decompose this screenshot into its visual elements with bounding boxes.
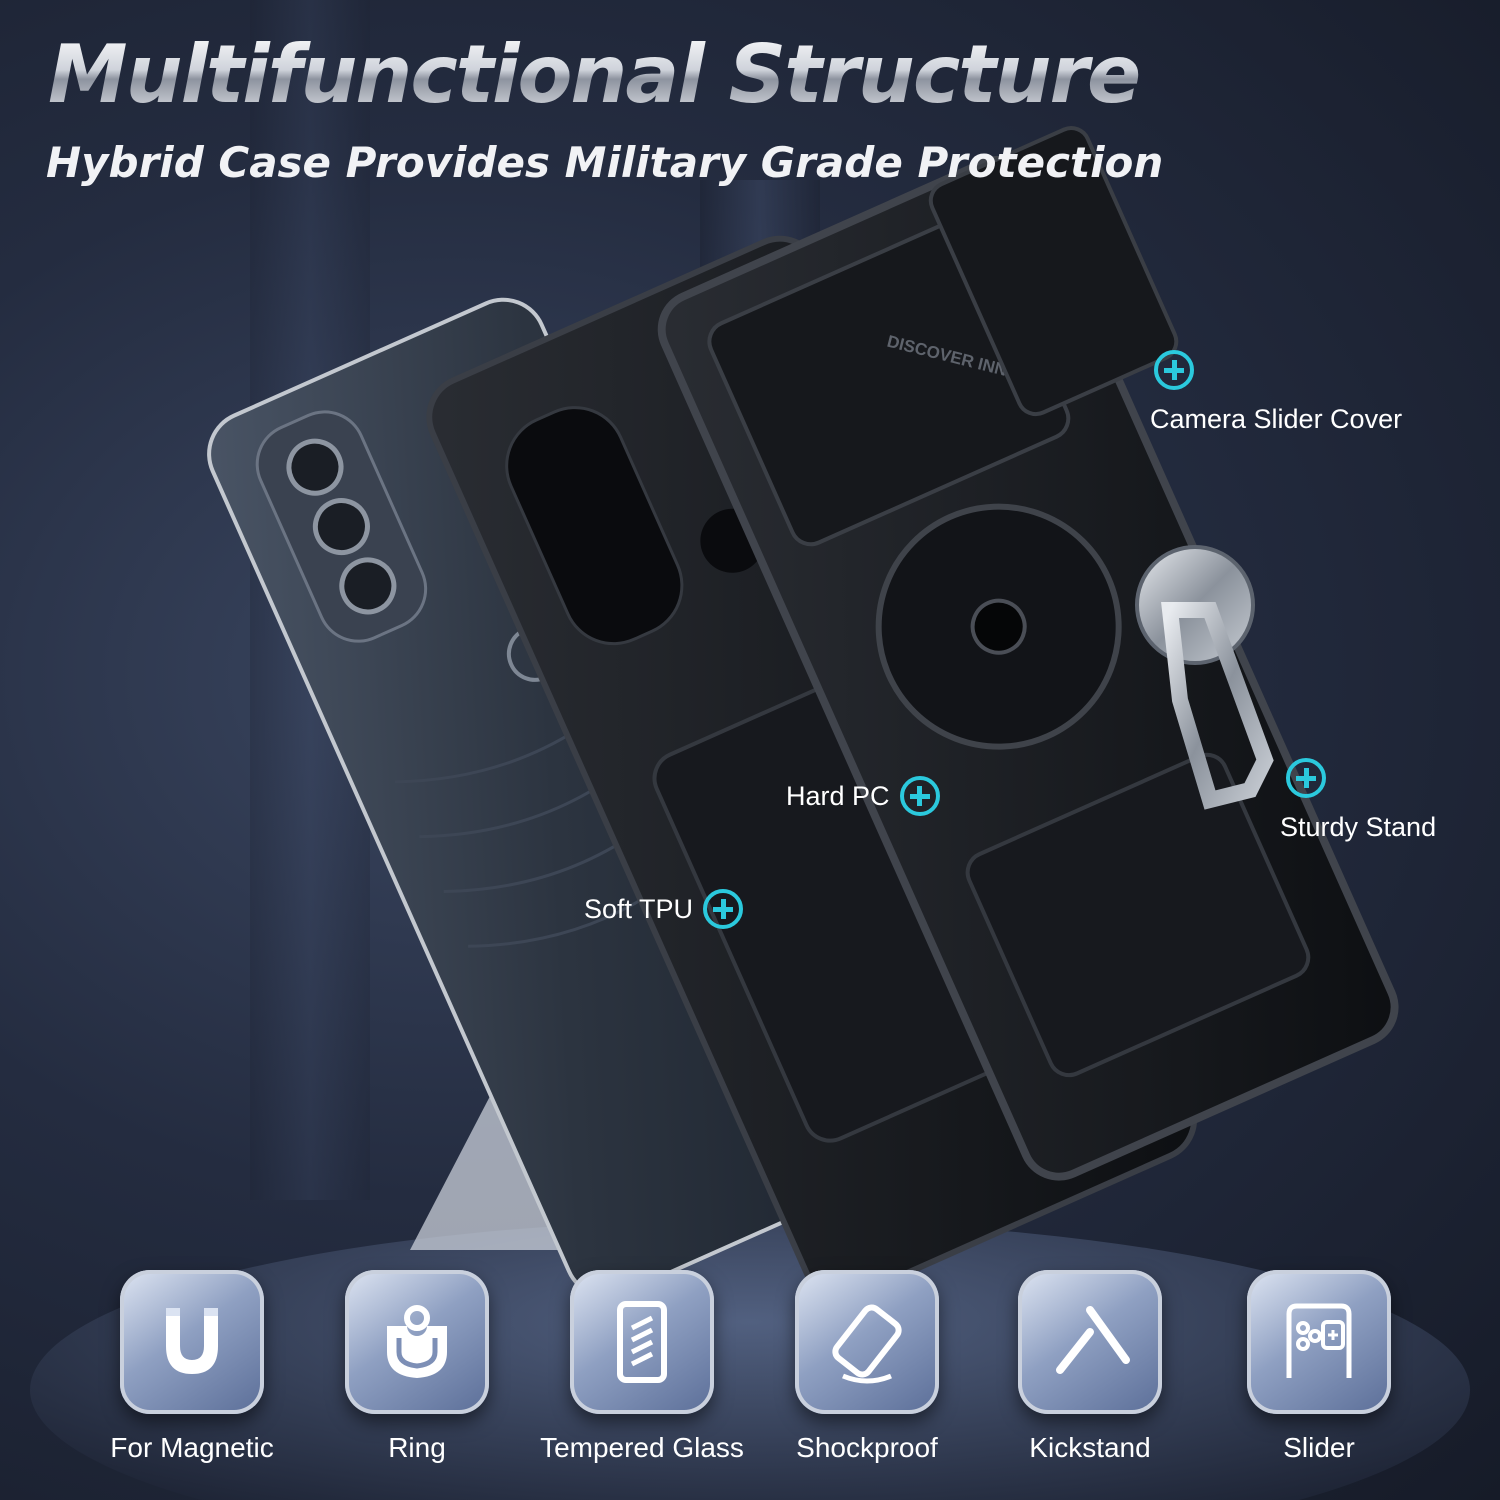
- feature-label: For Magnetic: [110, 1432, 274, 1463]
- feature-label: Tempered Glass: [540, 1432, 744, 1463]
- callout-camera-slider-cover: Camera Slider Cover: [1150, 350, 1402, 435]
- callout-label: Sturdy Stand: [1280, 812, 1437, 842]
- feature-tempered-glass: Tempered Glass: [532, 1270, 752, 1464]
- kickstand-icon: [1018, 1270, 1162, 1414]
- page-subtitle: Hybrid Case Provides Military Grade Prot…: [46, 138, 1164, 187]
- feature-shockproof: Shockproof: [757, 1270, 977, 1464]
- callout-label: Hard PC: [786, 780, 890, 811]
- callout-label: Camera Slider Cover: [1150, 404, 1403, 434]
- plus-circle-icon: [703, 889, 744, 929]
- callout-hard-pc: Hard PC: [786, 776, 940, 816]
- callout-sturdy-stand: Sturdy Stand: [1280, 758, 1436, 843]
- callout-soft-tpu: Soft TPU: [584, 889, 744, 929]
- feature-kickstand: Kickstand: [980, 1270, 1200, 1464]
- feature-label: Kickstand: [1029, 1432, 1151, 1463]
- shockproof-icon: [795, 1270, 939, 1414]
- magnet-icon: [120, 1270, 264, 1414]
- feature-slider: Slider: [1209, 1270, 1429, 1464]
- plus-circle-icon: [1154, 350, 1194, 390]
- tempered-glass-icon: [570, 1270, 714, 1414]
- feature-magnetic: For Magnetic: [82, 1270, 302, 1464]
- feature-ring: Ring: [307, 1270, 527, 1464]
- plus-circle-icon: [1286, 758, 1326, 798]
- page-title: Multifunctional Structure: [48, 28, 1141, 121]
- feature-label: Shockproof: [796, 1432, 938, 1463]
- feature-label: Ring: [388, 1432, 446, 1463]
- plus-circle-icon: [899, 776, 940, 816]
- callout-label: Soft TPU: [584, 893, 694, 924]
- ring-icon: [345, 1270, 489, 1414]
- slider-icon: [1247, 1270, 1391, 1414]
- feature-label: Slider: [1283, 1432, 1355, 1463]
